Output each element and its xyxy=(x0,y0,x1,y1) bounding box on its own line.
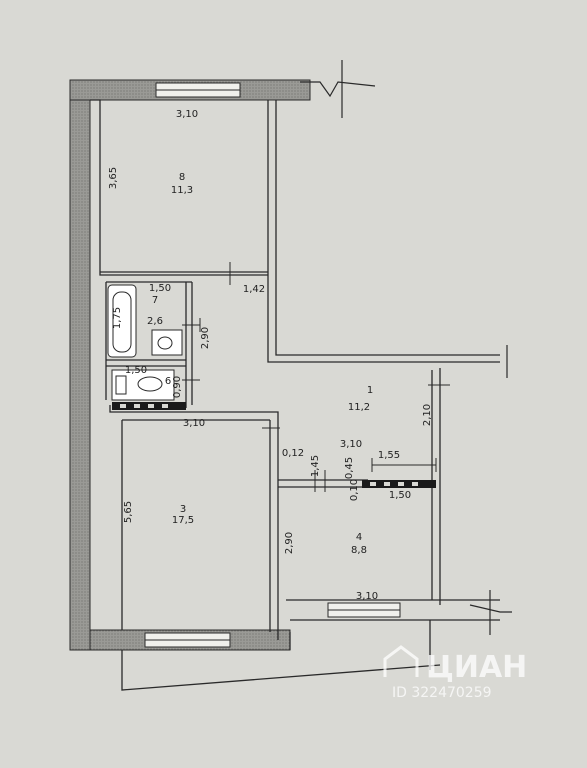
room-3-number: 3 xyxy=(180,504,186,515)
dimension-label: 0,12 xyxy=(282,448,304,459)
room-1-number: 1 xyxy=(367,385,373,396)
door-ticks xyxy=(182,262,450,492)
dimension-label: 1,75 xyxy=(112,307,123,329)
dimension-label: 1,50 xyxy=(125,365,147,376)
dimension-labels: 3,10 3,65 1,50 1,42 1,75 2,90 1,50 0,90 … xyxy=(108,109,433,602)
dimension-label: 2,90 xyxy=(284,532,295,554)
dimension-label: 2,90 xyxy=(200,327,211,349)
windows xyxy=(144,82,401,648)
cian-logo-icon xyxy=(383,645,419,677)
bathtub-icon xyxy=(107,284,137,358)
dimension-label: 1,42 xyxy=(243,284,265,295)
watermark-brand: ЦИАН xyxy=(426,650,527,685)
dimension-label: 3,10 xyxy=(176,109,198,120)
dimension-label: 1,50 xyxy=(389,490,411,501)
room-8-area: 11,3 xyxy=(171,185,193,196)
toilet-icon xyxy=(111,369,175,401)
room-7-area: 2,6 xyxy=(147,316,163,327)
watermark-id: ID 322470259 xyxy=(392,685,492,701)
dimension-label: 0,10 xyxy=(349,479,360,501)
room-3-area: 17,5 xyxy=(172,515,194,526)
dimension-label: 3,65 xyxy=(108,167,119,189)
room-7-number: 7 xyxy=(152,295,158,306)
dimension-label: 0,90 xyxy=(172,376,183,398)
dimension-label: 3,10 xyxy=(356,591,378,602)
dimension-label: 3,10 xyxy=(340,439,362,450)
vent-bar-dots xyxy=(120,404,418,486)
dimension-label: 1,45 xyxy=(310,455,321,477)
dimension-label: 0,45 xyxy=(344,457,355,479)
room-8-number: 8 xyxy=(179,172,185,183)
wall-lines xyxy=(90,99,500,691)
dimension-label: 1,55 xyxy=(378,450,400,461)
room-6-number: 6 xyxy=(165,376,171,387)
vent-bars xyxy=(112,402,436,488)
dimension-label: 2,10 xyxy=(422,404,433,426)
sink-icon xyxy=(151,329,183,356)
room-4-number: 4 xyxy=(356,532,362,543)
room-labels: 8 11,3 7 2,6 6 1 11,2 3 17,5 4 8,8 xyxy=(147,172,373,556)
room-1-area: 11,2 xyxy=(348,402,370,413)
watermark: ЦИАН ID 322470259 xyxy=(383,645,527,701)
dimension-label: 1,50 xyxy=(149,283,171,294)
room-4-area: 8,8 xyxy=(351,545,367,556)
dimension-label: 5,65 xyxy=(123,501,134,523)
dimension-label: 3,10 xyxy=(183,418,205,429)
break-marks xyxy=(300,60,512,635)
